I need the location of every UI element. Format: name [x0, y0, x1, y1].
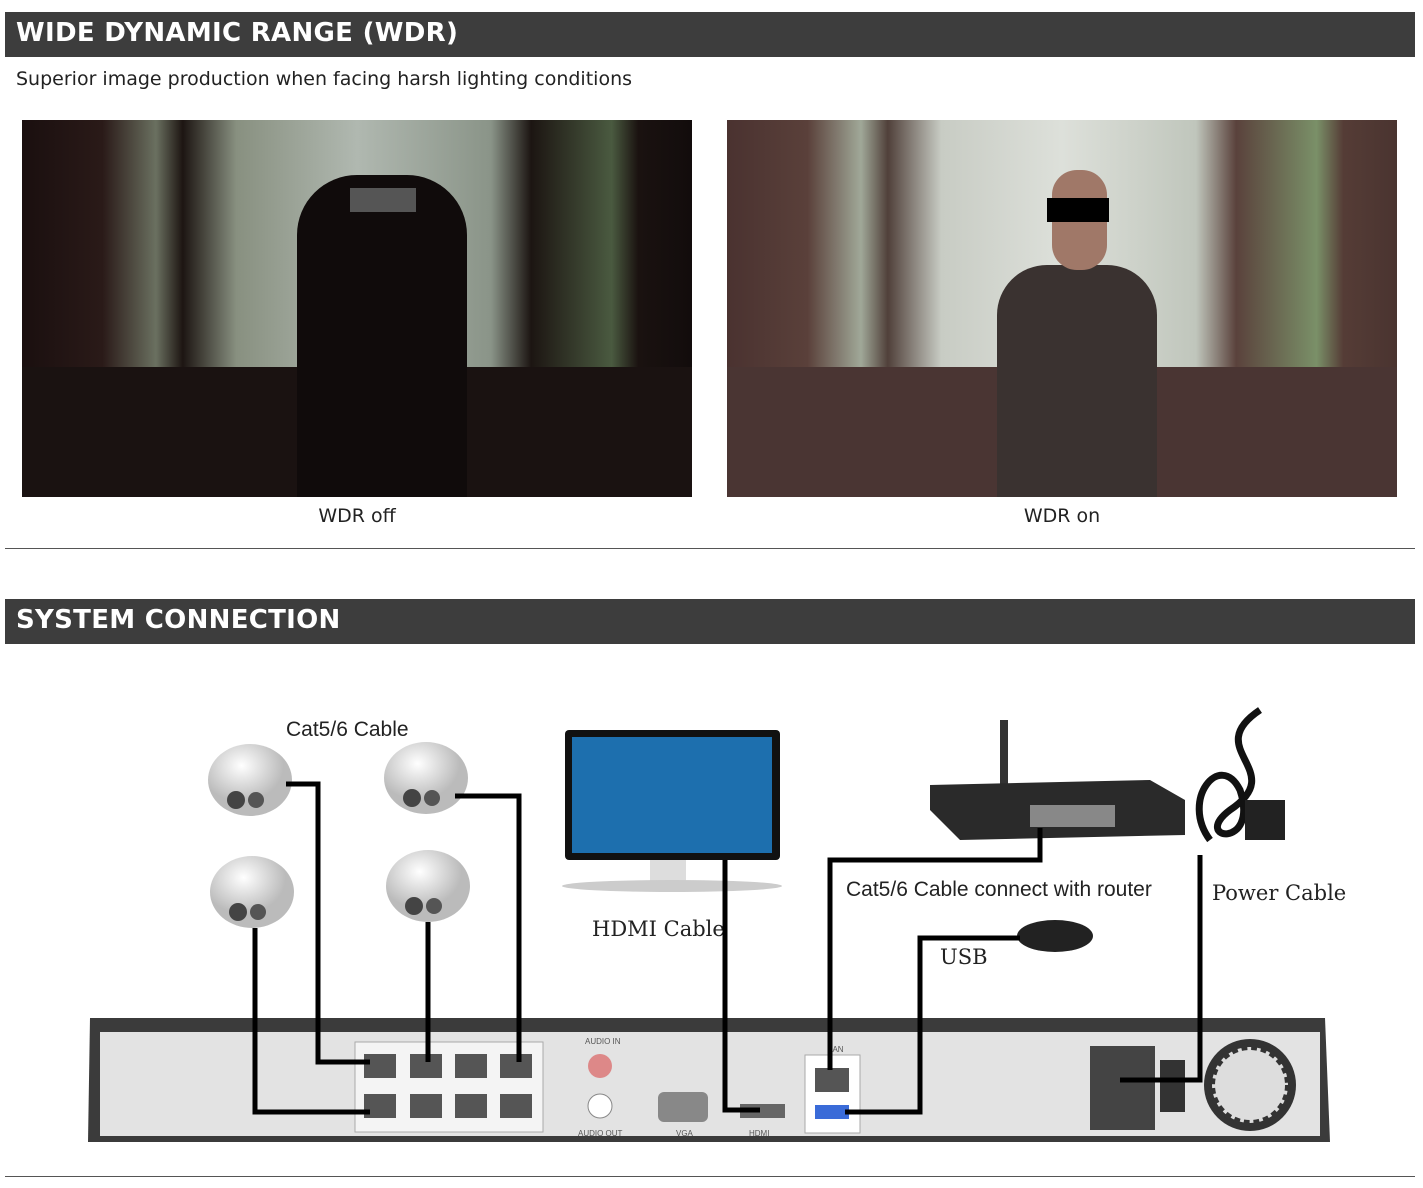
hdmi-cable-label: HDMI Cable: [592, 917, 725, 941]
cables: [252, 781, 1203, 1115]
wdr-off-photo: [22, 120, 692, 497]
system-connection-diagram: Cat5/6 Cable HDMI Cable Cat5/6 Cable con…: [88, 707, 1346, 1142]
mouse-icon: [1017, 920, 1093, 952]
power-cord-icon: [1195, 707, 1285, 843]
cat-cable-label: Cat5/6 Cable: [286, 718, 409, 741]
lan-port-label: LAN: [828, 1045, 844, 1054]
wdr-subtitle: Superior image production when facing ha…: [16, 68, 633, 90]
divider: [5, 548, 1415, 549]
wdr-off-caption: WDR off: [318, 505, 396, 527]
wdr-section-header: WIDE DYNAMIC RANGE (WDR): [5, 12, 1415, 57]
dome-camera-icon: [386, 850, 470, 922]
router-cable-label: Cat5/6 Cable connect with router: [846, 878, 1152, 901]
wdr-on-photo: [727, 120, 1397, 497]
power-cable-label: Power Cable: [1212, 881, 1346, 905]
wdr-on-caption: WDR on: [1023, 505, 1101, 527]
router-icon: [930, 720, 1185, 840]
audio-in-port-label: AUDIO IN: [585, 1037, 621, 1046]
monitor-icon: [562, 730, 782, 892]
dome-camera-icon: [384, 742, 468, 814]
nvr-device: AUDIO IN AUDIO OUT VGA HDMI LAN: [88, 1018, 1330, 1142]
dome-camera-icon: [208, 744, 292, 816]
vga-port-label: VGA: [676, 1129, 694, 1138]
divider: [5, 1176, 1415, 1177]
dome-camera-icon: [210, 856, 294, 928]
usb-label: USB: [940, 945, 988, 969]
hdmi-port-label: HDMI: [749, 1129, 769, 1138]
system-connection-header: SYSTEM CONNECTION: [5, 599, 1415, 644]
audio-out-port-label: AUDIO OUT: [578, 1129, 623, 1138]
